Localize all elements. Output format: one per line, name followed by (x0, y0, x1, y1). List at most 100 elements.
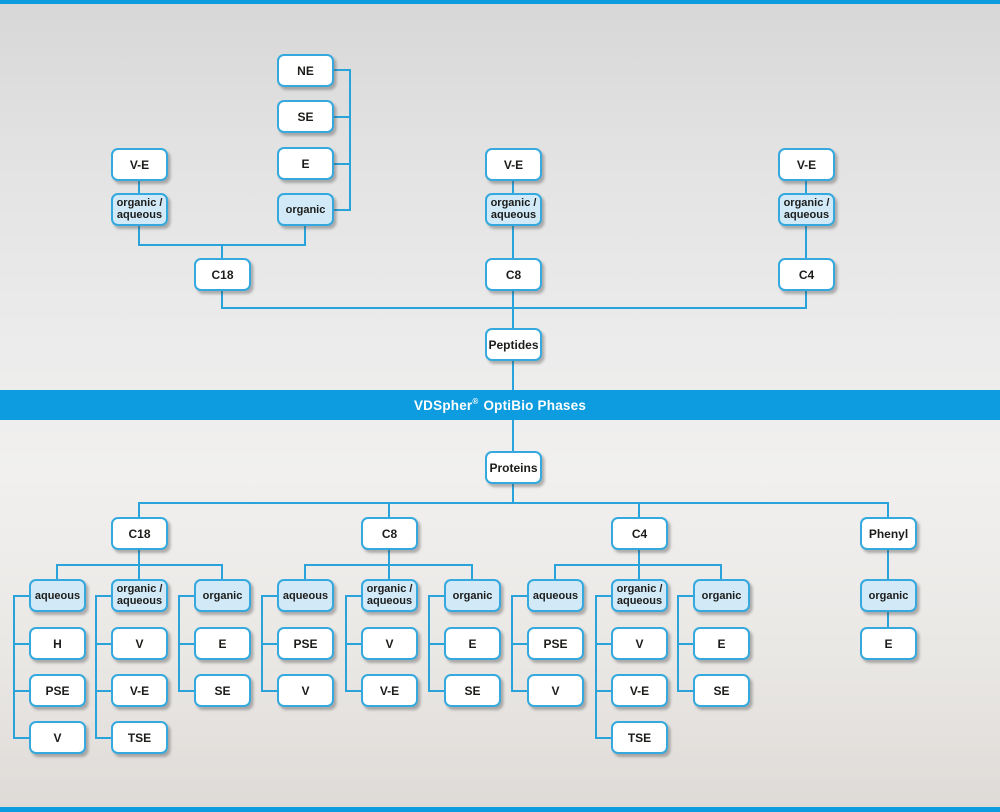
connector (13, 643, 31, 645)
connector (261, 595, 279, 597)
node-c8-proteins: C8 (361, 517, 418, 550)
connector (178, 690, 196, 692)
node-se-c18-organic: SE (194, 674, 251, 707)
node-ve-c4-peptides: V-E (778, 148, 835, 181)
connector (178, 595, 196, 597)
node-pse-c4-aqueous: PSE (527, 627, 584, 660)
node-pse-c8-aqueous: PSE (277, 627, 334, 660)
connector (331, 163, 350, 165)
connector (331, 209, 350, 211)
connector (595, 595, 597, 739)
node-aqueous-c4: aqueous (527, 579, 584, 612)
connector (261, 690, 279, 692)
connector (595, 643, 613, 645)
connector (638, 564, 640, 579)
node-proteins: Proteins (485, 451, 542, 484)
connector (638, 502, 640, 517)
connector (138, 550, 140, 566)
connector (388, 502, 390, 517)
connector (261, 643, 279, 645)
connector (331, 69, 350, 71)
node-se-c4-organic: SE (693, 674, 750, 707)
node-organic-aqueous-c8-peptides: organic / aqueous (485, 193, 542, 226)
connector (138, 181, 140, 193)
node-v-c18-aqueous: V (29, 721, 86, 754)
connector (221, 291, 223, 308)
bottom-accent-bar (0, 807, 1000, 812)
connector (471, 564, 473, 579)
connector (95, 595, 113, 597)
node-organic-aqueous-c4: organic / aqueous (611, 579, 668, 612)
connector (511, 643, 529, 645)
node-organic-c18: organic (194, 579, 251, 612)
node-se-c8-organic: SE (444, 674, 501, 707)
connector (345, 595, 363, 597)
node-tse-c4-orgaq: TSE (611, 721, 668, 754)
connector (95, 643, 113, 645)
connector (720, 564, 722, 579)
connector (388, 564, 390, 579)
node-v-c8-orgaq: V (361, 627, 418, 660)
connector (805, 181, 807, 193)
node-organic-aqueous-c18-peptides: organic / aqueous (111, 193, 168, 226)
connector (56, 564, 58, 579)
node-e-c8-organic: E (444, 627, 501, 660)
node-organic-aqueous-c8: organic / aqueous (361, 579, 418, 612)
connector (428, 643, 446, 645)
connector (13, 595, 15, 739)
node-aqueous-c18: aqueous (29, 579, 86, 612)
connector (554, 564, 556, 579)
connector (512, 361, 514, 390)
connector (638, 550, 640, 566)
connector (677, 690, 695, 692)
node-ve-c18-peptides: V-E (111, 148, 168, 181)
node-c4-proteins: C4 (611, 517, 668, 550)
connector (805, 291, 807, 308)
node-organic-aqueous-c18: organic / aqueous (111, 579, 168, 612)
connector (805, 226, 807, 258)
connector (677, 643, 695, 645)
node-e-phenyl-organic: E (860, 627, 917, 660)
connector (221, 564, 223, 579)
node-organic-c18-peptides: organic (277, 193, 334, 226)
connector (512, 420, 514, 451)
node-v-c4-orgaq: V (611, 627, 668, 660)
connector (138, 502, 140, 517)
node-v-c18-orgaq: V (111, 627, 168, 660)
node-c8-peptides: C8 (485, 258, 542, 291)
connector (178, 643, 196, 645)
node-organic-aqueous-c4-peptides: organic / aqueous (778, 193, 835, 226)
connector (595, 737, 613, 739)
node-c18-proteins: C18 (111, 517, 168, 550)
connector (511, 690, 529, 692)
node-ve-c8-orgaq: V-E (361, 674, 418, 707)
node-ne: NE (277, 54, 334, 87)
node-ve-c8-peptides: V-E (485, 148, 542, 181)
node-phenyl-proteins: Phenyl (860, 517, 917, 550)
connector (138, 226, 140, 246)
connector (304, 226, 306, 246)
node-organic-c4: organic (693, 579, 750, 612)
connector (512, 226, 514, 258)
node-h-c18-aqueous: H (29, 627, 86, 660)
node-tse-c18-orgaq: TSE (111, 721, 168, 754)
connector (887, 612, 889, 627)
connector (345, 643, 363, 645)
node-e-c4-organic: E (693, 627, 750, 660)
connector (13, 737, 31, 739)
connector (428, 690, 446, 692)
connector (677, 595, 695, 597)
connector (512, 291, 514, 329)
node-e-c18-organic: E (194, 627, 251, 660)
connector (331, 116, 350, 118)
title-banner: VDSpher® OptiBio Phases (0, 390, 1000, 420)
node-ve-c18-orgaq: V-E (111, 674, 168, 707)
node-organic-phenyl: organic (860, 579, 917, 612)
connector (349, 69, 351, 211)
node-c18-peptides: C18 (194, 258, 251, 291)
node-ve-c4-orgaq: V-E (611, 674, 668, 707)
registered-trademark: ® (472, 397, 479, 406)
connector (511, 595, 529, 597)
node-peptides: Peptides (485, 328, 542, 361)
